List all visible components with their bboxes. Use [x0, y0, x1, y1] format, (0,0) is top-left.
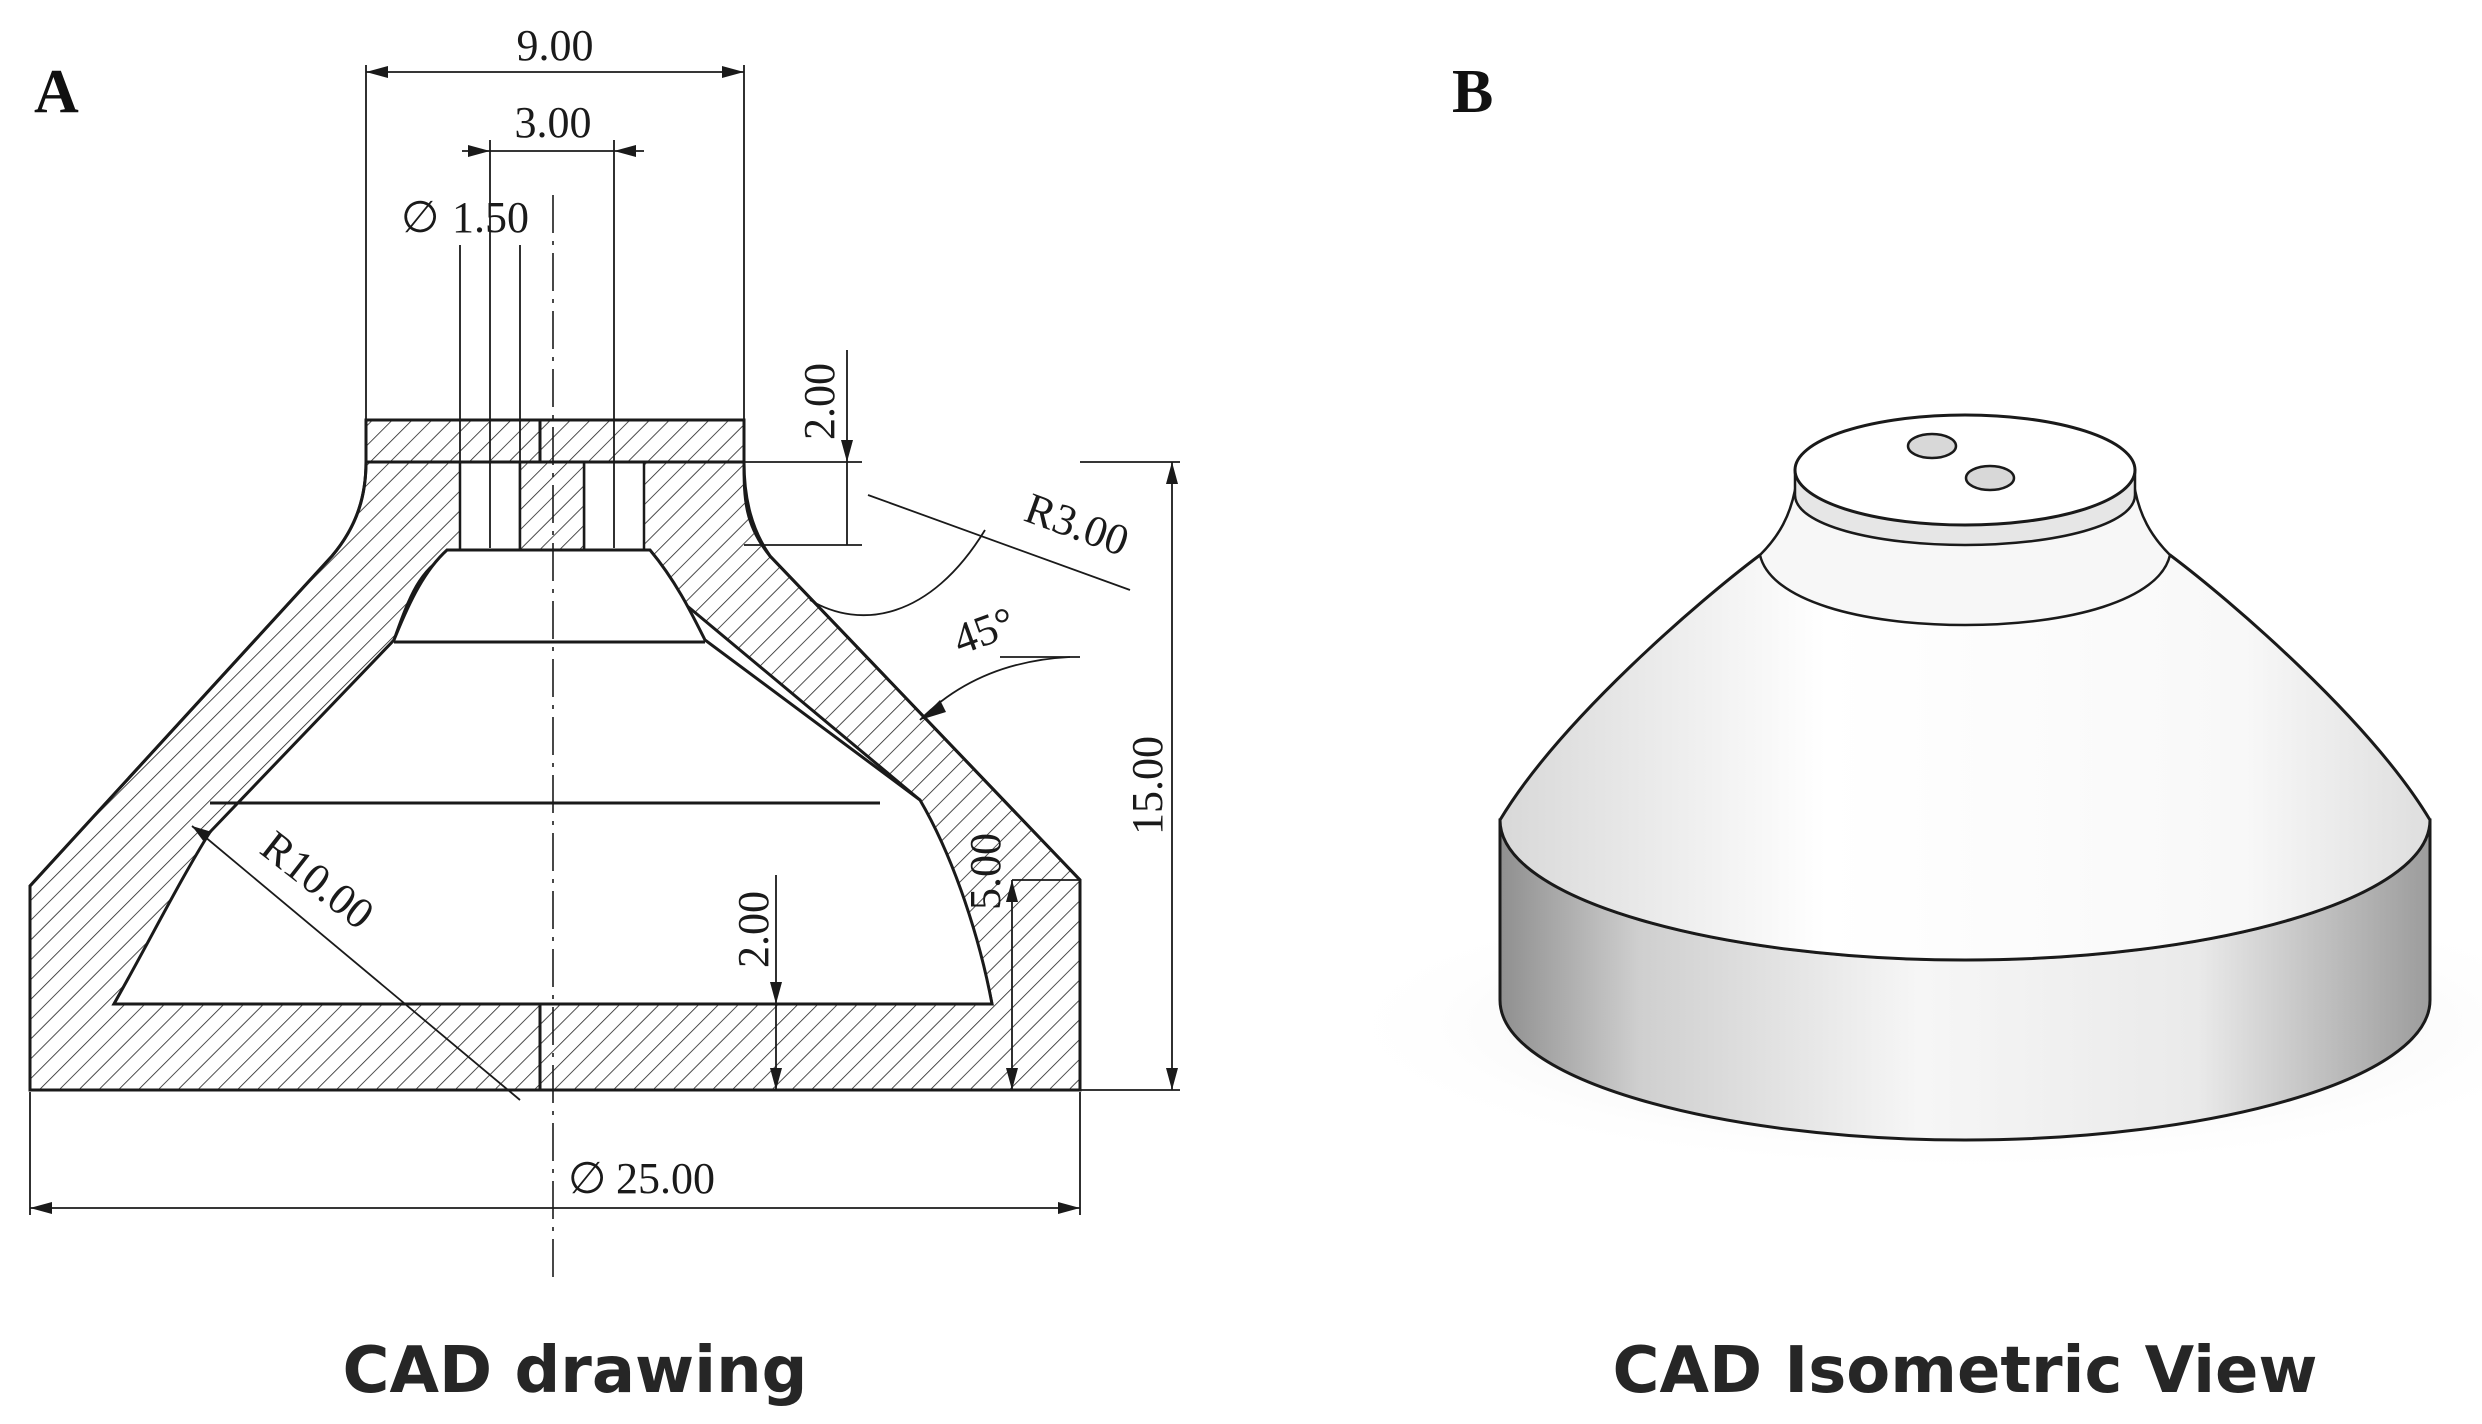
caption-cad-drawing: CAD drawing: [343, 1334, 808, 1408]
dim-hole-spacing: 3.00: [515, 98, 592, 147]
dim-hole-diameter: 1.50: [452, 193, 529, 242]
isometric-view-panel: B CAD Isometric View: [1325, 58, 2482, 1408]
cone-surface: [1498, 553, 2432, 962]
dimension-hole-diameter: ∅ 1.50: [401, 193, 529, 462]
dimension-total-height: 15.00: [1080, 461, 1180, 1091]
dimension-hole-spacing: 3.00: [462, 98, 644, 548]
dim-bottom-thickness: 2.00: [729, 891, 778, 968]
panel-a-label: A: [34, 58, 79, 126]
dim-fillet-radius: R3.00: [1019, 483, 1136, 565]
hole-2: [1964, 464, 2016, 492]
dim-side-height: 5.00: [961, 833, 1010, 910]
dim-total-height: 15.00: [1123, 736, 1172, 835]
dim-top-thickness: 2.00: [795, 363, 844, 440]
dimension-angle: 45°: [919, 597, 1080, 721]
diameter-symbol-base: ∅: [568, 1154, 606, 1203]
dimension-top-width: 9.00: [365, 21, 745, 460]
dimension-top-thickness: 2.00: [744, 350, 862, 546]
dimension-fillet-radius: R3.00: [809, 483, 1136, 617]
caption-isometric-view: CAD Isometric View: [1612, 1334, 2317, 1408]
dimension-bottom-thickness: 2.00: [729, 875, 782, 1090]
dim-base-diameter: 25.00: [616, 1154, 715, 1203]
cad-drawing-panel: A 9.00 3.00: [28, 21, 1180, 1408]
dimension-base-diameter: ∅ 25.00: [29, 1092, 1081, 1215]
top-disc-face: [1793, 413, 2137, 527]
diameter-symbol-hole: ∅: [401, 193, 439, 242]
panel-b-label: B: [1452, 58, 1493, 126]
hole-1: [1906, 432, 1958, 460]
dimension-side-height: 5.00: [961, 833, 1080, 1090]
center-web: [518, 460, 586, 558]
dim-angle: 45°: [947, 597, 1022, 664]
dim-top-width: 9.00: [517, 21, 594, 70]
